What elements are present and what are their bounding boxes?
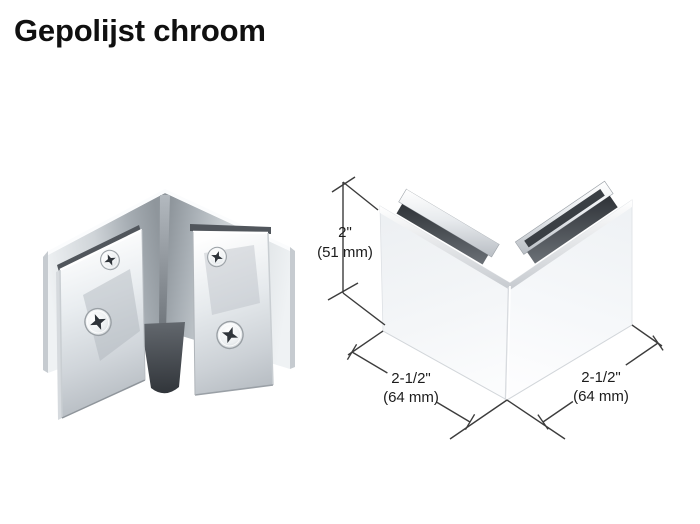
clamp-isometric-view — [379, 180, 633, 401]
phillips-screw-icon — [84, 307, 112, 337]
dimension-width-left-inches-label: 2-1/2" — [391, 370, 431, 387]
dimension-width-right-mm-label: (64 mm) — [573, 388, 629, 405]
page-title: Gepolijst chroom — [14, 13, 266, 48]
dimension-height: 2" (51 mm) — [317, 176, 386, 326]
dimension-width-right: 2-1/2" (64 mm) — [506, 324, 664, 440]
phillips-screw-icon — [100, 249, 120, 271]
clamp-front-plate-right — [192, 230, 274, 396]
product-photo-polished-chrome-clamp — [43, 189, 295, 420]
dimension-diagram: 2" (51 mm) 2-1/2" (64 mm) 2-1/2" (64 mm) — [317, 176, 664, 440]
dimension-diagram-container: 2" (51 mm) 2-1/2" (64 mm) 2-1/2" (64 mm) — [315, 152, 694, 452]
dimension-width-right-inches-label: 2-1/2" — [581, 369, 621, 386]
clamp-front-plate-left — [56, 228, 146, 420]
dimension-width-left-mm-label: (64 mm) — [383, 389, 439, 406]
dimension-width-left: 2-1/2" (64 mm) — [346, 330, 508, 440]
dimension-height-mm-label: (51 mm) — [317, 244, 373, 261]
product-photo-container — [28, 183, 318, 423]
phillips-screw-icon — [216, 320, 244, 350]
dimension-height-inches-label: 2" — [338, 224, 352, 241]
phillips-screw-icon — [207, 246, 227, 268]
